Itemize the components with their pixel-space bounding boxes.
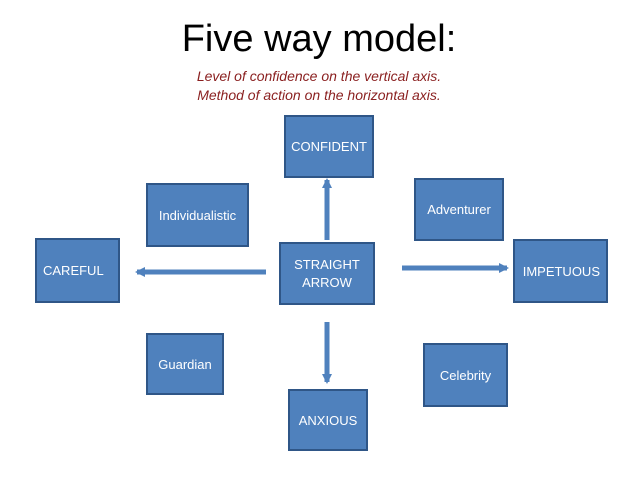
diagram-title: Five way model: — [181, 18, 457, 60]
node-celebrity: Celebrity — [423, 343, 508, 407]
node-anxious-label: ANXIOUS — [298, 412, 358, 428]
node-individualistic: Individualistic — [146, 183, 249, 247]
node-adventurer: Adventurer — [414, 178, 504, 241]
node-confident: CONFIDENT — [284, 115, 374, 178]
node-anxious: ANXIOUS — [288, 389, 368, 451]
node-guardian-label: Guardian — [158, 356, 212, 372]
node-careful-label: CAREFUL — [43, 263, 104, 278]
node-guardian: Guardian — [146, 333, 224, 395]
subtitle-vertical-axis: Level of confidence on the vertical axis… — [196, 68, 442, 84]
subtitle-horizontal-axis: Method of action on the horizontal axis. — [197, 87, 441, 103]
node-impetuous: IMPETUOUS — [513, 239, 608, 303]
node-straight-arrow: STRAIGHT ARROW — [279, 242, 375, 305]
node-individualistic-label: Individualistic — [158, 207, 237, 223]
node-center-line2: ARROW — [302, 274, 352, 290]
node-impetuous-label: IMPETUOUS — [522, 263, 600, 279]
node-celebrity-label: Celebrity — [439, 367, 492, 383]
node-careful: CAREFUL — [35, 238, 120, 303]
node-center-line1: STRAIGHT — [294, 256, 360, 272]
node-confident-label: CONFIDENT — [291, 139, 367, 154]
node-adventurer-label: Adventurer — [427, 202, 491, 217]
